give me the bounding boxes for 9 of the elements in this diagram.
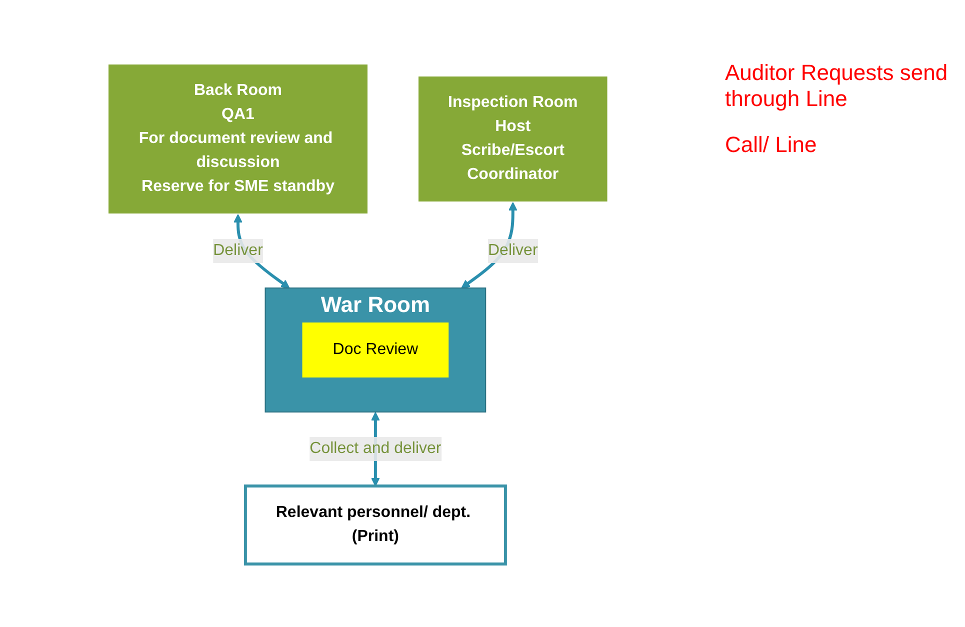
edge-label: Collect and deliver [309, 440, 441, 456]
node-box: Inspection Room Host Scribe/Escort Coordinator [417, 75, 608, 202]
node-box: Back Room QA1 For document review and discussion Reserve for SME standby [107, 63, 368, 214]
edge-label: Deliver [212, 242, 263, 258]
note-text: Auditor Requests send through Line [725, 60, 949, 112]
node-box: Doc Review [302, 322, 448, 377]
note-text: Call/ Line [725, 132, 818, 158]
node-box: Relevant personnel/ dept. (Print) [244, 484, 507, 565]
edge-label: Deliver [488, 242, 538, 258]
